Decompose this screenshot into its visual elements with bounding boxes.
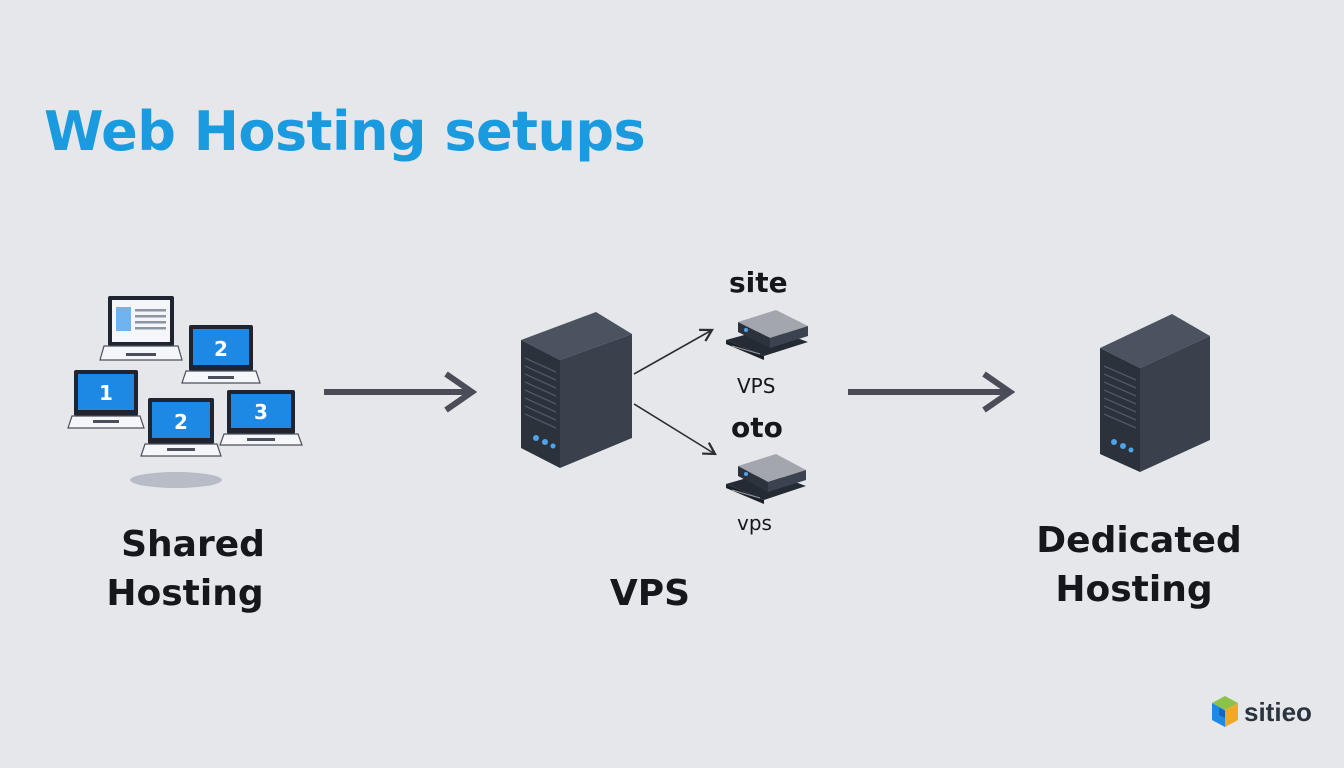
vps-server-icon <box>521 312 632 468</box>
screen-number: 3 <box>254 400 268 424</box>
arrow-vps-to-dedicated <box>848 371 1016 413</box>
page-title: Web Hosting setups <box>44 100 646 163</box>
branch-top-label: VPS <box>737 374 776 398</box>
dedicated-server-icon <box>1100 314 1210 472</box>
shared-label-line2: Hosting <box>106 573 264 614</box>
arrow-shared-to-vps <box>324 371 478 413</box>
cube-logo-icon <box>1212 696 1238 727</box>
branch-bottom-caption: oto <box>731 411 783 444</box>
brand-name: sitieo <box>1244 696 1312 727</box>
screen-number: 2 <box>214 337 228 361</box>
laptop-icon: 1 <box>67 370 145 429</box>
branch-bottom-label: vps <box>737 511 772 535</box>
vps-label: VPS <box>609 573 691 614</box>
laptop-icon <box>99 296 183 361</box>
branch-arrows <box>633 328 717 456</box>
dedicated-label-line1: Dedicated <box>1036 520 1242 561</box>
dedicated-hosting-label: Dedicated Hosting <box>1034 516 1244 614</box>
dedicated-label-line2: Hosting <box>1055 569 1213 610</box>
shared-hosting-label: Shared Hosting <box>100 520 270 618</box>
laptop-icon: 2 <box>181 325 261 384</box>
rack-server-icon <box>726 310 808 360</box>
screen-number: 2 <box>174 410 188 434</box>
branch-top-caption: site <box>729 266 788 299</box>
shadow-ellipse <box>130 472 222 488</box>
laptop-icon: 2 <box>140 398 222 457</box>
brand-logo: sitieo <box>1210 694 1312 730</box>
rack-server-icon <box>726 454 806 504</box>
shared-hosting-laptops: 2 1 2 3 <box>67 296 303 488</box>
laptop-icon: 3 <box>219 390 303 446</box>
shared-label-line1: Shared <box>121 524 265 565</box>
screen-number: 1 <box>99 381 113 405</box>
